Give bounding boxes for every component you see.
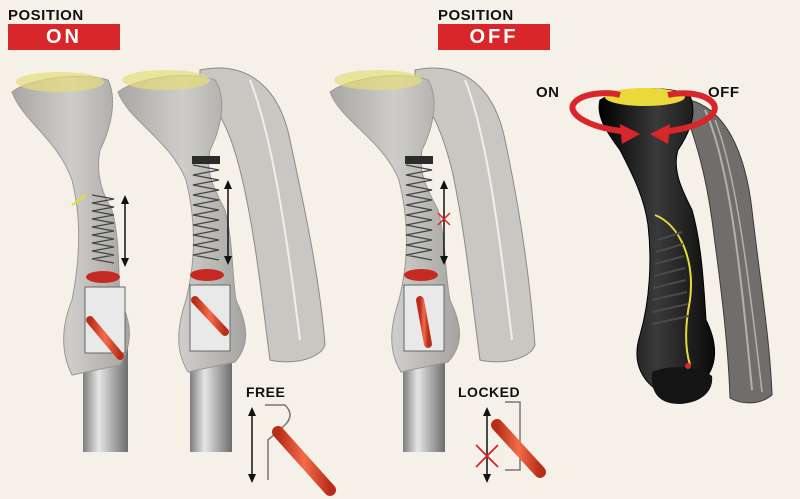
position-off-label: OFF <box>438 24 550 50</box>
position-on-heading: POSITION <box>8 7 84 24</box>
red-collar <box>86 271 120 283</box>
pole-on-side <box>117 67 326 452</box>
strap <box>687 99 773 404</box>
red-collar <box>190 269 224 281</box>
lock-pin <box>416 296 432 348</box>
pole-on-front <box>11 72 130 452</box>
locked-label: LOCKED <box>458 384 521 400</box>
grip-cap <box>16 72 104 92</box>
spring <box>192 164 220 261</box>
rotate-on-label: ON <box>536 84 560 101</box>
blocked-mark <box>475 444 499 468</box>
blocked-mark <box>437 212 451 226</box>
free-pin <box>272 426 336 496</box>
spring <box>91 194 115 264</box>
grip-cap <box>122 70 210 90</box>
lock-pin <box>191 296 229 336</box>
rotate-arrow-on <box>569 90 631 135</box>
spring <box>405 164 433 261</box>
position-on-badge: POSITION ON <box>8 8 120 50</box>
lock-window <box>189 284 231 352</box>
locked-inset <box>475 401 546 483</box>
position-on-label: ON <box>8 24 120 50</box>
rotate-off-label: OFF <box>708 84 740 101</box>
locked-pin <box>491 419 546 478</box>
black-handle <box>569 88 773 404</box>
position-off-heading: POSITION <box>438 7 514 24</box>
handle-base <box>651 367 713 404</box>
rotate-arrow-off <box>659 90 718 135</box>
position-off-badge: POSITION OFF <box>438 8 550 50</box>
grip-cap <box>334 70 422 90</box>
free-inset <box>248 404 336 496</box>
red-collar <box>404 269 438 281</box>
pole-off <box>329 67 536 452</box>
handle-cap <box>605 88 685 106</box>
grip-ridges <box>651 231 690 325</box>
free-label: FREE <box>246 384 286 400</box>
lock-pin <box>86 316 124 360</box>
